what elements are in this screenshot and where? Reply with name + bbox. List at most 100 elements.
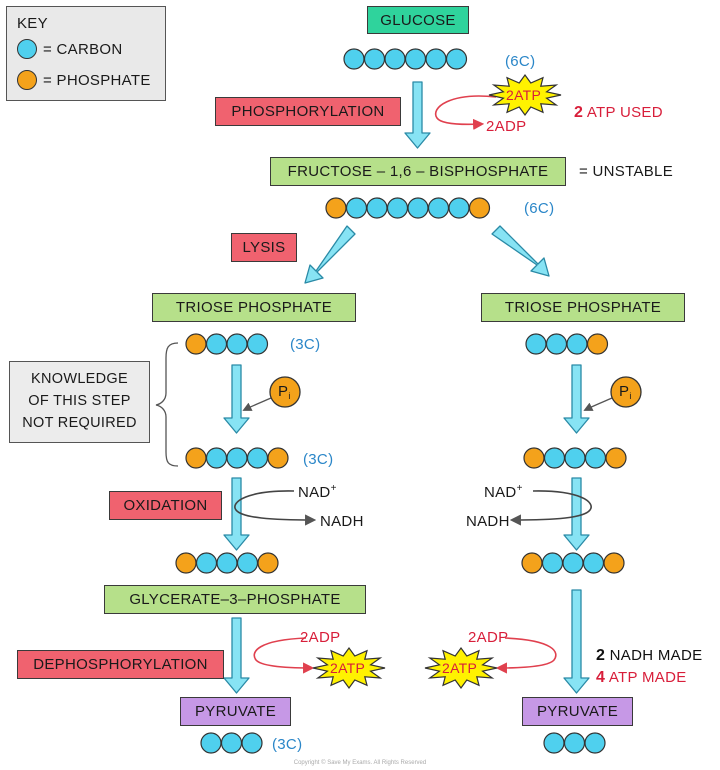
nad-left-label: NAD+ [298, 484, 337, 501]
nad-arrows [234, 490, 592, 526]
carbon-atom-fructose [448, 197, 470, 219]
phosphate-atom-bis-right [605, 447, 627, 469]
nadh-right-label: NADH [466, 513, 510, 530]
triose-carbon-count: (3C) [290, 336, 321, 353]
oxidation-box: OXIDATION [109, 491, 222, 520]
nadh-made-number: 2 [596, 647, 606, 664]
phosphate-atom-fructose [325, 197, 347, 219]
carbon-atom-pyruvate-left [220, 732, 243, 754]
triose-phosphate-right-box: TRIOSE PHOSPHATE [481, 293, 685, 322]
phosphate-atom-g3p-right [603, 552, 625, 574]
adp-out-label: 2ADP [486, 118, 527, 135]
atp-bursts [312, 73, 562, 690]
atp-used-number: 2 [574, 104, 584, 121]
lysis-box: LYSIS [231, 233, 297, 262]
copyright-text: Copyright © Save My Exams. All Rights Re… [293, 760, 427, 766]
arrow-right-3 [563, 589, 590, 694]
carbon-atom-fructose [386, 197, 409, 219]
dephosphorylation-box: DEPHOSPHORYLATION [17, 650, 224, 679]
carbon-atom-glucose [363, 48, 386, 70]
atp-made-right-label: 2ATP [442, 660, 478, 676]
atp-used-text: ATP USED [586, 104, 663, 121]
pi-left-p: P [278, 383, 289, 400]
carbon-atom-pyruvate-right [563, 732, 586, 754]
glycerate-3-phosphate-box: GLYCERATE–3–PHOSPHATE [104, 585, 366, 614]
adp-in-left-label: 2ADP [300, 629, 341, 646]
phosphate-input-left-icon [269, 376, 301, 408]
fructose-carbon-count: (6C) [524, 200, 555, 217]
carbon-atom-triose-left [205, 333, 228, 355]
carbon-atom-g3p-left [195, 552, 218, 574]
carbon-atom-bis-right [543, 447, 566, 469]
atp-consume-arrow [434, 95, 497, 131]
adp-in-right-label: 2ADP [468, 629, 509, 646]
key-title: KEY [17, 15, 48, 32]
triose-phosphate-left-box: TRIOSE PHOSPHATE [152, 293, 356, 322]
phosphate-atom-triose-left [185, 333, 207, 355]
atp-produce-arrow-left [253, 637, 315, 674]
phosphate-atom-g3p-right [521, 552, 543, 574]
carbon-atom-bis-left [205, 447, 228, 469]
key-legend: KEY = CARBON = PHOSPHATE [6, 6, 166, 101]
carbon-atom-g3p-left [216, 552, 238, 574]
carbon-atom-glucose [384, 48, 406, 70]
nad-right-text: NAD [484, 484, 517, 501]
note-brace [155, 342, 179, 467]
arrow-left-2 [223, 477, 250, 551]
carbon-atom-glucose [404, 48, 427, 70]
phosphate-atom-fructose [468, 197, 491, 219]
arrow-right-2 [563, 477, 590, 551]
atp-produce-arrow-right [495, 637, 557, 674]
carbon-atom-triose-right [545, 333, 568, 355]
carbon-atom-fructose [407, 197, 429, 219]
carbon-atom-bis-left [226, 447, 248, 469]
glucose-carbon-count: (6C) [505, 53, 536, 70]
arrow-glucose-to-fructose [404, 81, 431, 149]
carbon-atom-g3p-left [236, 552, 259, 574]
atp-made-text: ATP MADE [608, 669, 687, 686]
carbon-atom-pyruvate-right [543, 732, 565, 754]
arrow-lysis-right [491, 225, 550, 277]
note-line-2: OF THIS STEP [28, 393, 131, 410]
pi-left-label: Pi [278, 384, 291, 401]
atp-burst-made-left [312, 646, 386, 690]
carbon-atom-fructose [427, 197, 450, 219]
nad-left-text: NAD [298, 484, 331, 501]
nad-arrow-right [509, 490, 592, 526]
nadh-made-text: NADH MADE [609, 647, 703, 664]
atp-burst-used [488, 73, 562, 117]
pi-right-p: P [619, 383, 630, 400]
phosphate-atom-triose-right [586, 333, 609, 355]
nad-arrow-left [234, 490, 317, 526]
carbon-key-icon [17, 39, 37, 59]
carbon-atom-pyruvate-left [241, 732, 263, 754]
atp-burst-made-right [424, 646, 498, 690]
nad-right-label: NAD+ [484, 483, 523, 501]
nad-right-plus: + [516, 483, 523, 494]
carbon-atom-fructose [366, 197, 388, 219]
flow-arrows [223, 81, 590, 694]
atp-made-number: 4 [596, 669, 606, 686]
fructose-bisphosphate-box: FRUCTOSE – 1,6 – BISPHOSPHATE [270, 157, 566, 186]
carbon-atom-bis-right [564, 447, 586, 469]
atp-made-summary: 4 ATP MADE [596, 670, 687, 686]
pi-right-i: i [629, 391, 632, 401]
phosphate-atom-bis-left [267, 447, 289, 469]
key-carbon-label: = CARBON [43, 41, 123, 58]
arrow-left-1 [223, 364, 250, 434]
pi-right-label: Pi [619, 384, 632, 401]
carbon-atom-g3p-right [582, 552, 605, 574]
note-line-1: KNOWLEDGE [31, 371, 128, 388]
carbon-atom-bis-left [246, 447, 269, 469]
molecule-chains [175, 48, 627, 754]
carbon-atom-triose-left [246, 333, 269, 355]
carbon-atom-triose-right [525, 333, 547, 355]
key-phosphate-label: = PHOSPHATE [43, 72, 151, 89]
phosphate-atom-bis-left [185, 447, 207, 469]
carbon-atom-triose-right [566, 333, 588, 355]
carbon-atom-glucose [343, 48, 365, 70]
arrow-right-1 [563, 364, 590, 434]
phosphorylation-box: PHOSPHORYLATION [215, 97, 401, 126]
nadh-left-label: NADH [320, 513, 364, 530]
